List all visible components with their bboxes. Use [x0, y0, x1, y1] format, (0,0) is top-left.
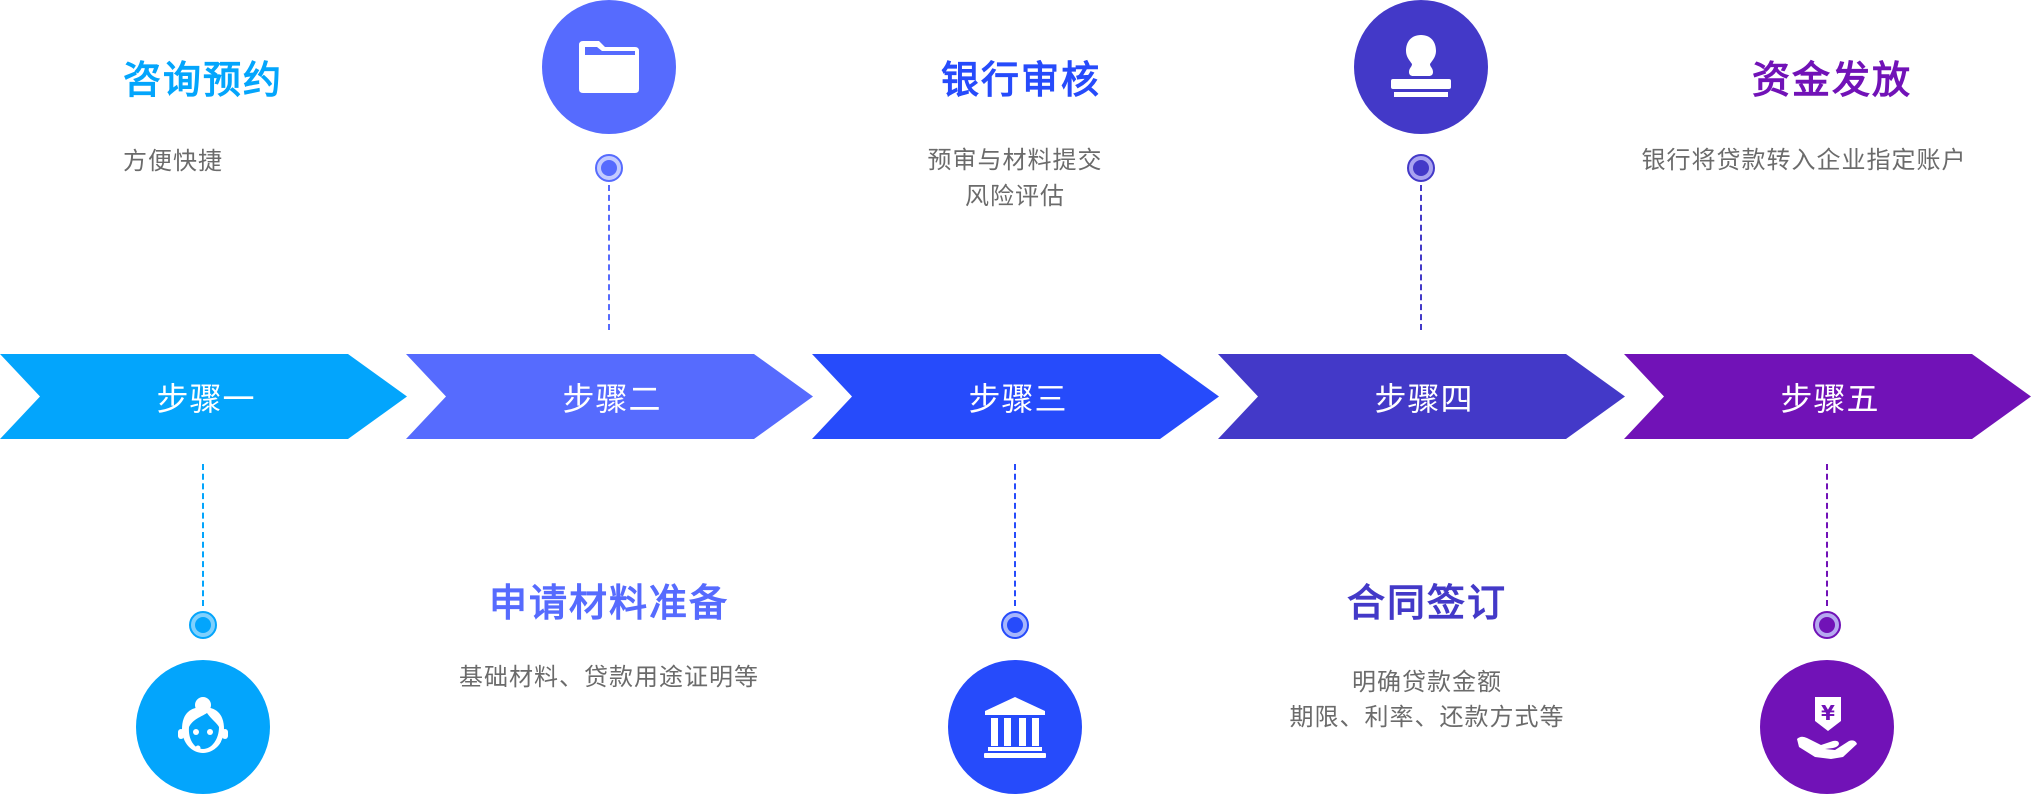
svg-text:¥: ¥: [1821, 701, 1835, 725]
step-2-title: 申请材料准备: [488, 581, 729, 625]
step-5-icon-badge: ¥: [1760, 660, 1894, 794]
step-3-desc-line-2: 风险评估: [965, 182, 1065, 210]
step-4-label: 步骤四: [1374, 379, 1474, 418]
step-5-title: 资金发放: [1751, 58, 1912, 102]
chevron-step-3: [812, 354, 1219, 439]
step-1-connector: [202, 464, 204, 606]
stamp-icon: [1391, 35, 1451, 97]
customer-service-icon: [178, 697, 228, 753]
step-3-title: 银行审核: [940, 58, 1101, 102]
chevron-step-4: [1218, 354, 1625, 439]
step-5-node: [1813, 611, 1841, 639]
step-2-icon-badge: [542, 0, 676, 134]
step-3-desc-line-1: 预审与材料提交: [927, 146, 1103, 174]
step-4-node: [1407, 154, 1435, 182]
chevron-step-1: [0, 354, 407, 439]
step-5-connector: [1826, 464, 1828, 606]
step-5-label: 步骤五: [1780, 379, 1880, 418]
step-4-desc-line-1: 明确贷款金额: [1352, 668, 1502, 696]
bank-icon: [984, 697, 1046, 758]
money-hand-icon: ¥: [1797, 697, 1857, 759]
step-3-node: [1001, 611, 1029, 639]
step-1-title: 咨询预约: [123, 58, 284, 102]
step-2-desc-line-1: 基础材料、贷款用途证明等: [459, 663, 759, 691]
step-3-icon-badge: [948, 660, 1082, 794]
step-3-connector: [1014, 464, 1016, 606]
step-4-title: 合同签订: [1346, 581, 1507, 625]
step-1-label: 步骤一: [156, 379, 256, 418]
step-1-icon-badge: [136, 660, 270, 794]
chevron-step-2: [406, 354, 813, 439]
step-1-desc-line-1: 方便快捷: [123, 147, 223, 175]
step-4-desc-line-2: 期限、利率、还款方式等: [1289, 703, 1565, 731]
step-3-label: 步骤三: [968, 379, 1068, 418]
step-2-node: [595, 154, 623, 182]
step-4-connector: [1420, 185, 1422, 330]
step-1-node: [189, 611, 217, 639]
chevron-track: [0, 354, 2031, 439]
step-2-connector: [608, 185, 610, 330]
step-4-icon-badge: [1354, 0, 1488, 134]
chevron-step-5: [1624, 354, 2031, 439]
folder-icon: [579, 41, 639, 93]
step-2-label: 步骤二: [562, 379, 662, 418]
step-5-desc-line-1: 银行将贷款转入企业指定账户: [1641, 146, 1967, 174]
